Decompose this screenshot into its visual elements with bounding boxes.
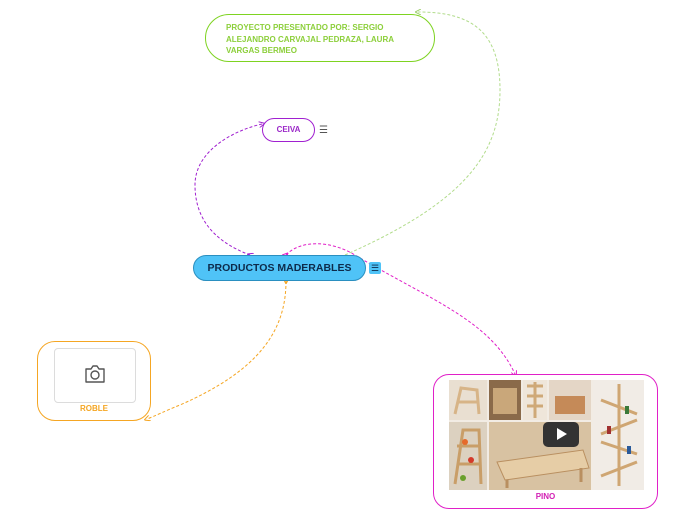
camera-icon bbox=[85, 365, 105, 383]
connector-main-pino bbox=[286, 243, 515, 374]
topic-author[interactable]: PROYECTO PRESENTADO POR: SERGIO ALEJANDR… bbox=[205, 14, 435, 62]
play-icon[interactable] bbox=[543, 422, 579, 447]
notes-icon[interactable]: ☰ bbox=[369, 262, 381, 274]
connector-main-author bbox=[344, 12, 501, 256]
ceiva-label: CEIVA bbox=[276, 125, 301, 134]
video-thumbnail[interactable] bbox=[449, 380, 644, 490]
topic-pino[interactable]: PINO bbox=[433, 374, 658, 509]
topic-ceiva[interactable]: CEIVA bbox=[262, 118, 315, 142]
wood-furniture-collage bbox=[449, 380, 644, 490]
roble-label: ROBLE bbox=[80, 404, 108, 413]
topic-productos-maderables[interactable]: PRODUCTOS MADERABLES bbox=[193, 255, 366, 281]
topic-roble[interactable]: ROBLE bbox=[37, 341, 151, 421]
connector-main-roble bbox=[147, 281, 286, 419]
image-placeholder[interactable] bbox=[54, 348, 136, 403]
connector-main-ceiva bbox=[194, 124, 262, 255]
notes-icon[interactable]: ☰ bbox=[319, 125, 328, 136]
main-topic-label: PRODUCTOS MADERABLES bbox=[207, 262, 352, 274]
pino-label: PINO bbox=[535, 492, 556, 501]
author-text: PROYECTO PRESENTADO POR: SERGIO ALEJANDR… bbox=[226, 23, 394, 55]
